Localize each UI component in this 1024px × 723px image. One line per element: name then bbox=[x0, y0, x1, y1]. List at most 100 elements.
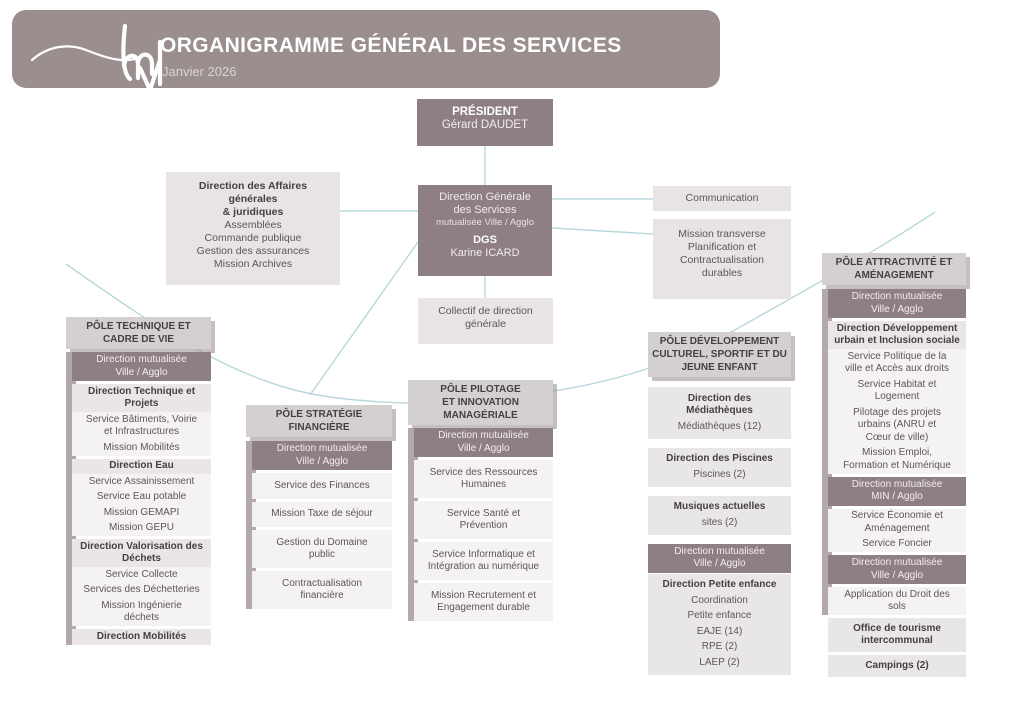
org-row: Direction des Piscines bbox=[666, 453, 773, 464]
org-row: Service des Finances bbox=[274, 479, 370, 491]
affaires-title: générales bbox=[228, 193, 278, 205]
dgs-line: Direction Générale bbox=[439, 191, 531, 203]
communication-label: Communication bbox=[685, 192, 759, 204]
affaires-box: Direction des Affaires générales & jurid… bbox=[166, 172, 340, 285]
org-row: Mission GEPU bbox=[108, 522, 174, 533]
org-row: LAEP (2) bbox=[699, 656, 740, 668]
dgs-role: DGS bbox=[473, 234, 497, 246]
column-strip bbox=[246, 441, 256, 609]
affaires-item: Commande publique bbox=[204, 232, 302, 244]
collectif-box: Collectif de direction générale bbox=[418, 298, 553, 344]
dgs-mutualisee: mutualisée Ville / Agglo bbox=[435, 217, 535, 228]
direction-block: Direction Mobilités bbox=[72, 629, 211, 645]
mission-line: Contractualisation bbox=[679, 254, 765, 266]
line-dgs-mission bbox=[551, 227, 654, 235]
org-row: Piscines (2) bbox=[693, 468, 746, 480]
direction-block: Campings (2) bbox=[828, 655, 966, 677]
lmv-logo bbox=[30, 23, 163, 96]
president-name: Gérard DAUDET bbox=[441, 119, 529, 131]
org-row: Direction Mobilités bbox=[72, 629, 211, 645]
org-row: Mission Emploi,Formation et Numérique bbox=[843, 447, 951, 471]
column-strip bbox=[66, 352, 76, 645]
org-row: Service Foncier bbox=[862, 538, 932, 549]
dgs-line: des Services bbox=[453, 204, 517, 216]
page-title: ORGANIGRAMME GÉNÉRAL DES SERVICES bbox=[160, 34, 622, 57]
org-row: Coordination bbox=[691, 594, 748, 606]
org-row: Mission GEMAPI bbox=[103, 506, 180, 518]
affaires-item: Mission Archives bbox=[213, 258, 293, 270]
org-row: Direction Petite enfance bbox=[662, 579, 777, 590]
column-strip bbox=[408, 428, 418, 621]
org-row: EAJE (14) bbox=[696, 625, 743, 637]
affaires-item: Gestion des assurances bbox=[196, 245, 310, 257]
dgs-name: Karine ICARD bbox=[450, 247, 520, 259]
affaires-title: & juridiques bbox=[222, 206, 284, 218]
mission-transverse-box: Mission transverse Planification et Cont… bbox=[653, 219, 791, 299]
org-row: Services des Déchetteries bbox=[83, 584, 200, 595]
collectif-line: générale bbox=[465, 318, 506, 330]
direction-block: Mission Taxe de séjour bbox=[252, 501, 392, 527]
page-subtitle: Janvier 2026 bbox=[162, 64, 237, 79]
president-box: PRÉSIDENT Gérard DAUDET bbox=[417, 99, 553, 146]
mission-line: Planification et bbox=[687, 241, 757, 253]
org-row: Campings (2) bbox=[865, 659, 929, 671]
president-title: PRÉSIDENT bbox=[452, 106, 518, 118]
org-row: Musiques actuelles bbox=[673, 501, 766, 512]
direction-block: Service des Finances bbox=[252, 473, 392, 499]
org-row: Petite enfance bbox=[687, 610, 752, 621]
org-row: Service Collecte bbox=[105, 568, 178, 580]
collectif-line: Collectif de direction bbox=[438, 305, 533, 317]
org-row: Mission Taxe de séjour bbox=[271, 508, 373, 519]
org-row: Service Eau potable bbox=[96, 491, 187, 502]
org-row: Mission Mobilités bbox=[103, 441, 180, 453]
column-strip bbox=[822, 289, 832, 615]
